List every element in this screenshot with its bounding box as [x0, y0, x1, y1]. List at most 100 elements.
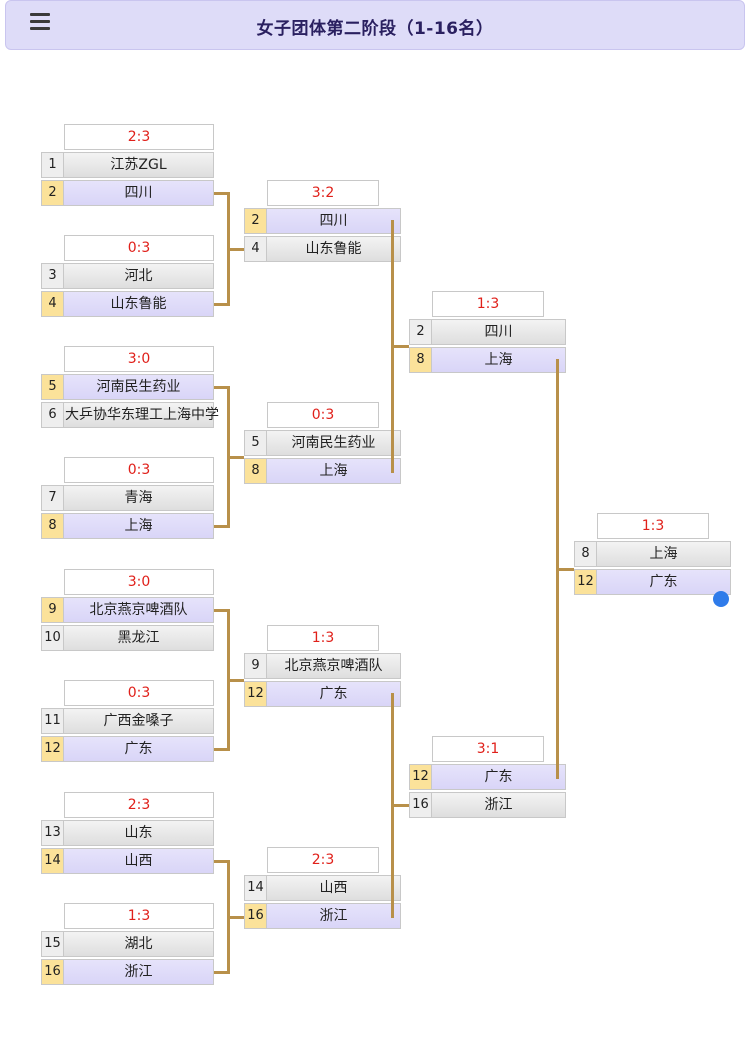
match-score: 2:3	[267, 847, 379, 873]
team-name: 北京燕京啤酒队	[64, 597, 214, 623]
team-name: 上海	[432, 347, 566, 373]
page-title: 女子团体第二阶段（1-16名）	[256, 19, 494, 39]
team-seed: 8	[409, 347, 432, 373]
bracket-connector	[391, 804, 409, 807]
match-score: 2:3	[64, 792, 214, 818]
team-seed: 16	[244, 903, 267, 929]
bracket-connector	[214, 860, 229, 863]
match-score: 0:3	[64, 457, 214, 483]
team-seed: 2	[244, 208, 267, 234]
team-seed: 7	[41, 485, 64, 511]
hamburger-menu-icon[interactable]	[30, 13, 52, 31]
team-seed: 12	[244, 681, 267, 707]
header-bar: 女子团体第二阶段（1-16名）	[5, 0, 745, 50]
team-seed: 6	[41, 402, 64, 428]
match-score: 0:3	[267, 402, 379, 428]
team-name: 四川	[267, 208, 401, 234]
match-score: 1:3	[64, 903, 214, 929]
bracket-connector	[556, 568, 574, 571]
team-seed: 3	[41, 263, 64, 289]
team-name: 广东	[597, 569, 731, 595]
bracket-connector	[214, 748, 229, 751]
team-name: 上海	[597, 541, 731, 567]
team-seed: 15	[41, 931, 64, 957]
team-seed: 9	[41, 597, 64, 623]
bracket-connector	[391, 345, 409, 348]
team-name: 山东鲁能	[64, 291, 214, 317]
team-seed: 2	[41, 180, 64, 206]
team-seed: 5	[244, 430, 267, 456]
team-name: 山东鲁能	[267, 236, 401, 262]
team-name: 浙江	[267, 903, 401, 929]
team-seed: 8	[574, 541, 597, 567]
team-name: 北京燕京啤酒队	[267, 653, 401, 679]
team-seed: 16	[409, 792, 432, 818]
team-seed: 11	[41, 708, 64, 734]
team-name: 广东	[267, 681, 401, 707]
match-score: 3:1	[432, 736, 544, 762]
team-seed: 2	[409, 319, 432, 345]
team-seed: 12	[409, 764, 432, 790]
bracket-connector	[227, 248, 244, 251]
match-score: 3:0	[64, 346, 214, 372]
team-name: 山西	[64, 848, 214, 874]
team-name: 青海	[64, 485, 214, 511]
team-name: 江苏ZGL	[64, 152, 214, 178]
match-score: 0:3	[64, 235, 214, 261]
team-name: 山东	[64, 820, 214, 846]
bracket-connector	[214, 303, 229, 306]
team-name: 浙江	[64, 959, 214, 985]
floating-action-dot[interactable]	[713, 591, 729, 607]
team-name: 湖北	[64, 931, 214, 957]
bracket-connector	[214, 192, 229, 195]
team-seed: 10	[41, 625, 64, 651]
bracket-connector	[227, 456, 244, 459]
team-seed: 8	[244, 458, 267, 484]
bracket-connector	[214, 525, 229, 528]
team-seed: 4	[244, 236, 267, 262]
team-name-text: 大乒协华东理工上海中学	[65, 407, 219, 423]
team-seed: 1	[41, 152, 64, 178]
team-seed: 13	[41, 820, 64, 846]
team-name: 浙江	[432, 792, 566, 818]
match-score: 1:3	[267, 625, 379, 651]
bracket-connector	[214, 609, 229, 612]
bracket-connector	[227, 916, 244, 919]
team-seed: 12	[41, 736, 64, 762]
team-name: 山西	[267, 875, 401, 901]
match-score: 0:3	[64, 680, 214, 706]
team-name: 河南民生药业	[64, 374, 214, 400]
team-name: 河北	[64, 263, 214, 289]
